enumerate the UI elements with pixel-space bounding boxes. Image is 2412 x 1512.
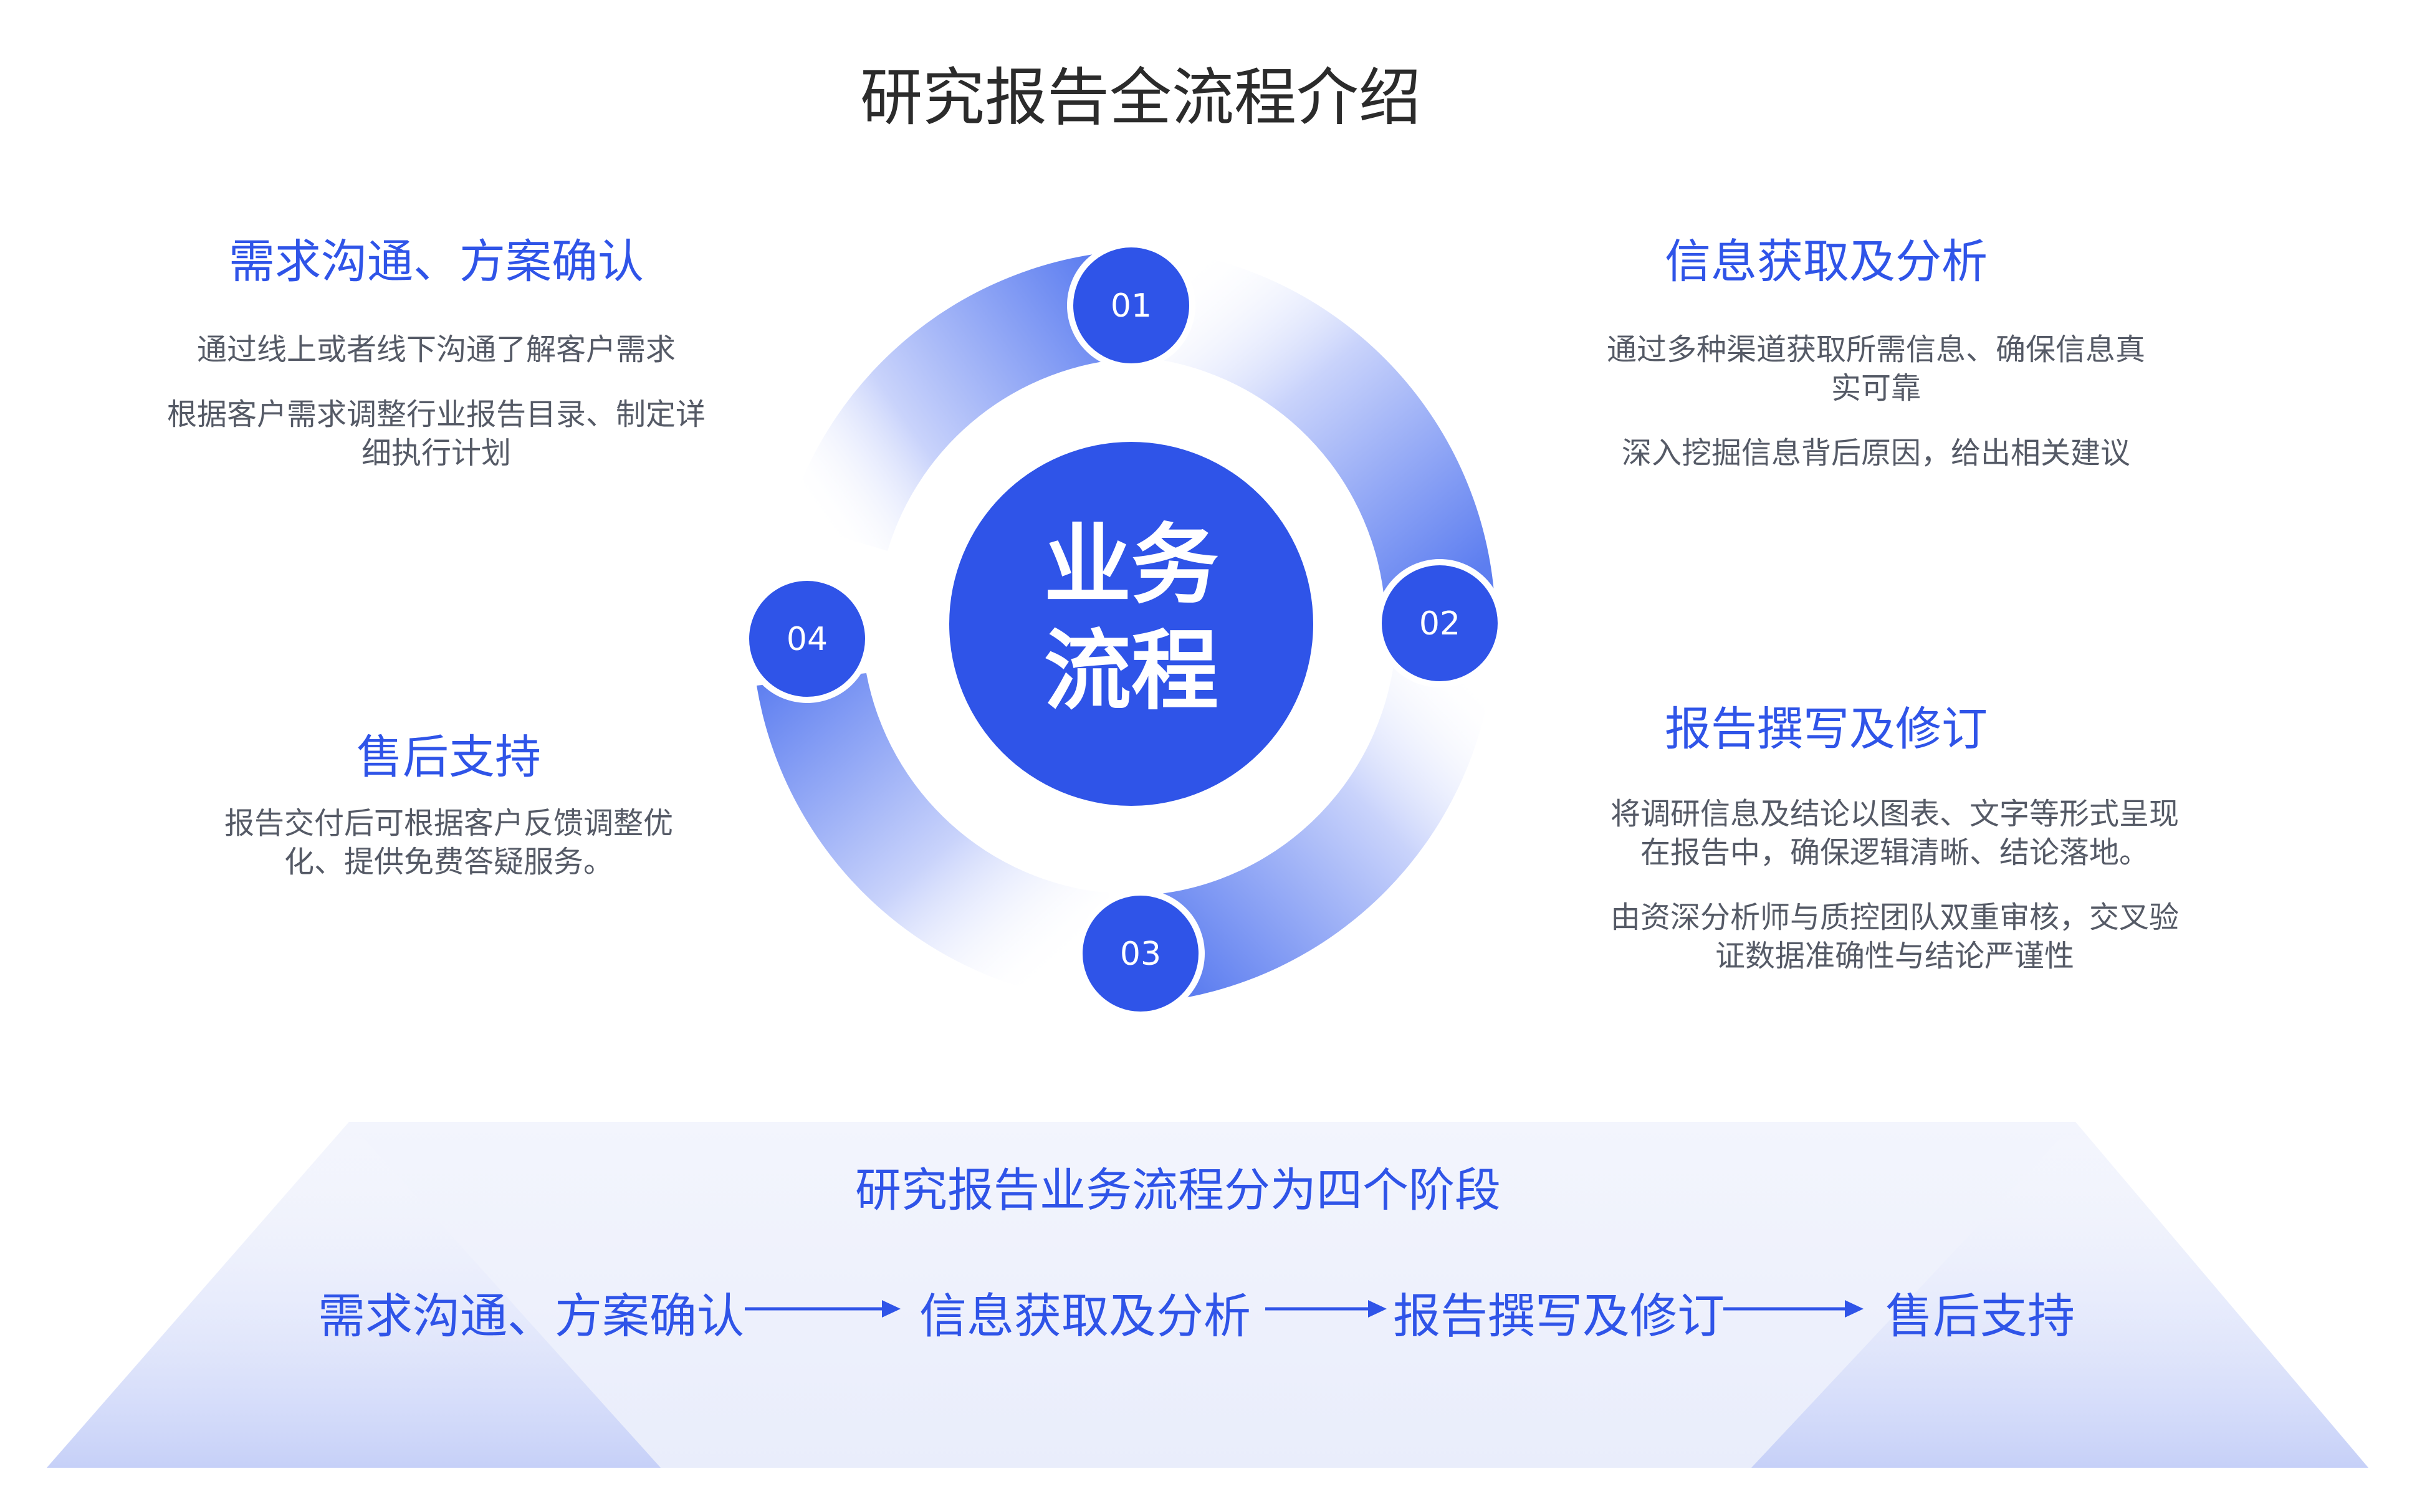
flow-arrow-2 [1265, 1300, 1387, 1318]
stage-badge-03: 03 [1076, 889, 1205, 1018]
stage-1-desc-line: 根据客户需求调整行业报告目录、制定详细执行计划 [166, 397, 706, 471]
stage-1-description: 通过线上或者线下沟通了解客户需求 根据客户需求调整行业报告目录、制定详细执行计划 [162, 330, 711, 499]
stage-2-desc-line: 通过多种渠道获取所需信息、确保信息真实可靠 [1606, 332, 2145, 406]
flow-arrow-1 [745, 1300, 901, 1318]
stage-badge-03-label: 03 [1120, 935, 1161, 973]
stage-1-title: 需求沟通、方案确认 [229, 235, 644, 289]
stage-2-desc-line: 深入挖掘信息背后原因，给出相关建议 [1621, 436, 2130, 471]
ring-segment-1 [787, 251, 1131, 551]
flow-step-4: 售后支持 [1885, 1288, 2075, 1344]
stage-2-description: 通过多种渠道获取所需信息、确保信息真实可靠 深入挖掘信息背后原因，给出相关建议 [1602, 330, 2150, 499]
stage-badge-02-label: 02 [1419, 605, 1460, 643]
stage-badge-01: 01 [1067, 241, 1195, 370]
stage-1-desc-line: 通过线上或者线下沟通了解客户需求 [196, 332, 676, 367]
stage-badge-04-label: 04 [787, 621, 828, 658]
stage-3-title: 报告撰写及修订 [1665, 702, 1988, 756]
stage-4-description: 报告交付后可根据客户反馈调整优化、提供免费答疑服务。 [206, 804, 692, 907]
stage-badge-02: 02 [1376, 559, 1504, 687]
flow-step-2: 信息获取及分析 [919, 1288, 1251, 1344]
bottom-panel-background [47, 1122, 2368, 1468]
stage-badge-01-label: 01 [1111, 287, 1152, 325]
flow-arrow-3 [1723, 1300, 1864, 1318]
bottom-heading: 研究报告业务流程分为四个阶段 [855, 1164, 1501, 1217]
stage-2-title: 信息获取及分析 [1665, 235, 1988, 289]
stage-3-desc-line: 由资深分析师与质控团队双重审核，交叉验证数据准确性与结论严谨性 [1610, 900, 2179, 974]
ring-segment-2 [1162, 252, 1495, 606]
stage-4-desc-line: 报告交付后可根据客户反馈调整优化、提供免费答疑服务。 [224, 806, 673, 879]
flow-step-1: 需求沟通、方案确认 [318, 1288, 744, 1344]
stage-4-title: 售后支持 [357, 730, 541, 784]
center-text-line1: 业务 [1044, 515, 1218, 616]
stage-3-description: 将调研信息及结论以图表、文字等形式呈现在报告中，确保逻辑清晰、结论落地。 由资深… [1608, 795, 2181, 1002]
ring-segment-3 [1148, 641, 1495, 1003]
ring-segment-4 [757, 673, 1109, 1002]
page-title: 研究报告全流程介绍 [860, 61, 1421, 134]
flow-step-3: 报告撰写及修订 [1393, 1288, 1725, 1344]
center-text-line2: 流程 [1044, 621, 1218, 722]
center-circle [949, 442, 1313, 806]
stage-3-desc-line: 将调研信息及结论以图表、文字等形式呈现在报告中，确保逻辑清晰、结论落地。 [1610, 797, 2179, 870]
stage-badge-04: 04 [743, 575, 871, 703]
